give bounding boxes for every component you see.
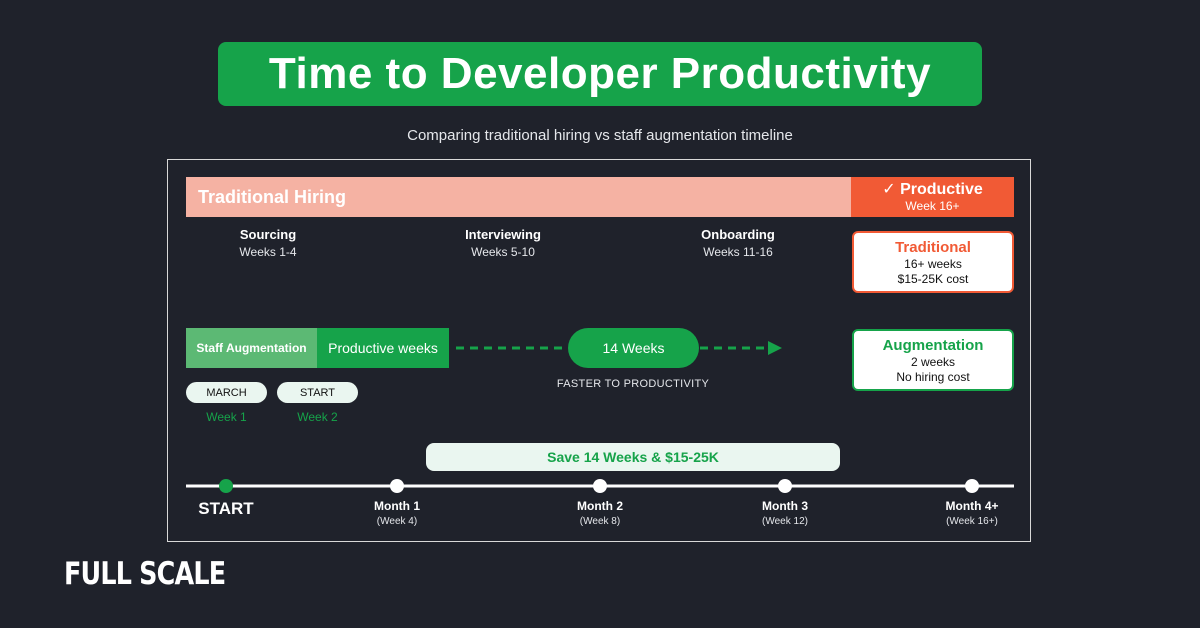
card-line: 16+ weeks — [904, 257, 962, 271]
milestone-month-1: Month 1 (Week 4) — [337, 499, 457, 529]
timeline-dot-month-1 — [390, 479, 404, 493]
milestone-name: Month 3 — [762, 499, 808, 513]
weeks-pill: 14 Weeks — [568, 328, 699, 368]
productive-box: ✓ Productive Week 16+ — [851, 177, 1014, 217]
traditional-card: Traditional 16+ weeks $15-25K cost — [852, 231, 1014, 293]
traditional-hiring-bar: Traditional Hiring — [186, 177, 851, 217]
faster-caption: FASTER TO PRODUCTIVITY — [556, 378, 710, 390]
phase-weeks: Weeks 1-4 — [239, 245, 297, 259]
arrow-head-icon — [768, 341, 782, 355]
timeline-dot-month-2 — [593, 479, 607, 493]
brand-logo: FULL SCALE — [64, 556, 226, 592]
milestone-week: (Week 4) — [376, 516, 418, 527]
phase-name: Sourcing — [239, 227, 297, 242]
card-heading: Augmentation — [882, 337, 984, 354]
page-subtitle: Comparing traditional hiring vs staff au… — [407, 127, 793, 144]
phase-name: Onboarding — [701, 227, 775, 242]
productive-label: ✓ Productive — [882, 181, 983, 198]
savings-banner: Save 14 Weeks & $15-25K — [426, 443, 840, 471]
card-line: $15-25K cost — [897, 272, 969, 286]
timeline-dot-month-3 — [778, 479, 792, 493]
timeline-start-dot — [219, 479, 233, 493]
milestone-week: (Week 16+) — [946, 516, 998, 527]
milestone-name: Month 4+ — [945, 499, 999, 513]
milestone-month-2: Month 2 (Week 8) — [540, 499, 660, 529]
milestone-week: (Week 8) — [579, 516, 621, 527]
milestone-month-3: Month 3 (Week 12) — [725, 499, 845, 529]
timeline-dot-month-4 — [965, 479, 979, 493]
card-line: No hiring cost — [896, 370, 970, 384]
milestone-month-4: Month 4+ (Week 16+) — [912, 499, 1032, 529]
productive-weeks-bar: Productive weeks — [317, 328, 449, 368]
card-heading: Traditional — [895, 239, 971, 256]
milestone-name: Month 1 — [374, 499, 420, 513]
card-line: 2 weeks — [910, 355, 956, 369]
step-pill-march: MARCH — [186, 382, 267, 403]
staff-augmentation-label: Staff Augmentation — [186, 328, 317, 368]
timeline-start-label: START — [198, 499, 254, 518]
productive-week: Week 16+ — [905, 199, 960, 213]
milestone-name: Month 2 — [577, 499, 623, 513]
page-title: Time to Developer Productivity — [218, 42, 982, 106]
phase-interviewing: Interviewing Weeks 5-10 — [423, 227, 583, 261]
step-pill-start: START — [277, 382, 358, 403]
augmentation-card: Augmentation 2 weeks No hiring cost — [852, 329, 1014, 391]
step-week-2: Week 2 — [297, 410, 338, 424]
milestone-week: (Week 12) — [762, 516, 808, 527]
phase-weeks: Weeks 11-16 — [703, 245, 773, 259]
phase-sourcing: Sourcing Weeks 1-4 — [188, 227, 348, 261]
step-week-1: Week 1 — [206, 410, 247, 424]
timeline-panel — [167, 159, 1031, 542]
phase-name: Interviewing — [465, 227, 541, 242]
phase-onboarding: Onboarding Weeks 11-16 — [658, 227, 818, 261]
phase-weeks: Weeks 5-10 — [471, 245, 535, 259]
